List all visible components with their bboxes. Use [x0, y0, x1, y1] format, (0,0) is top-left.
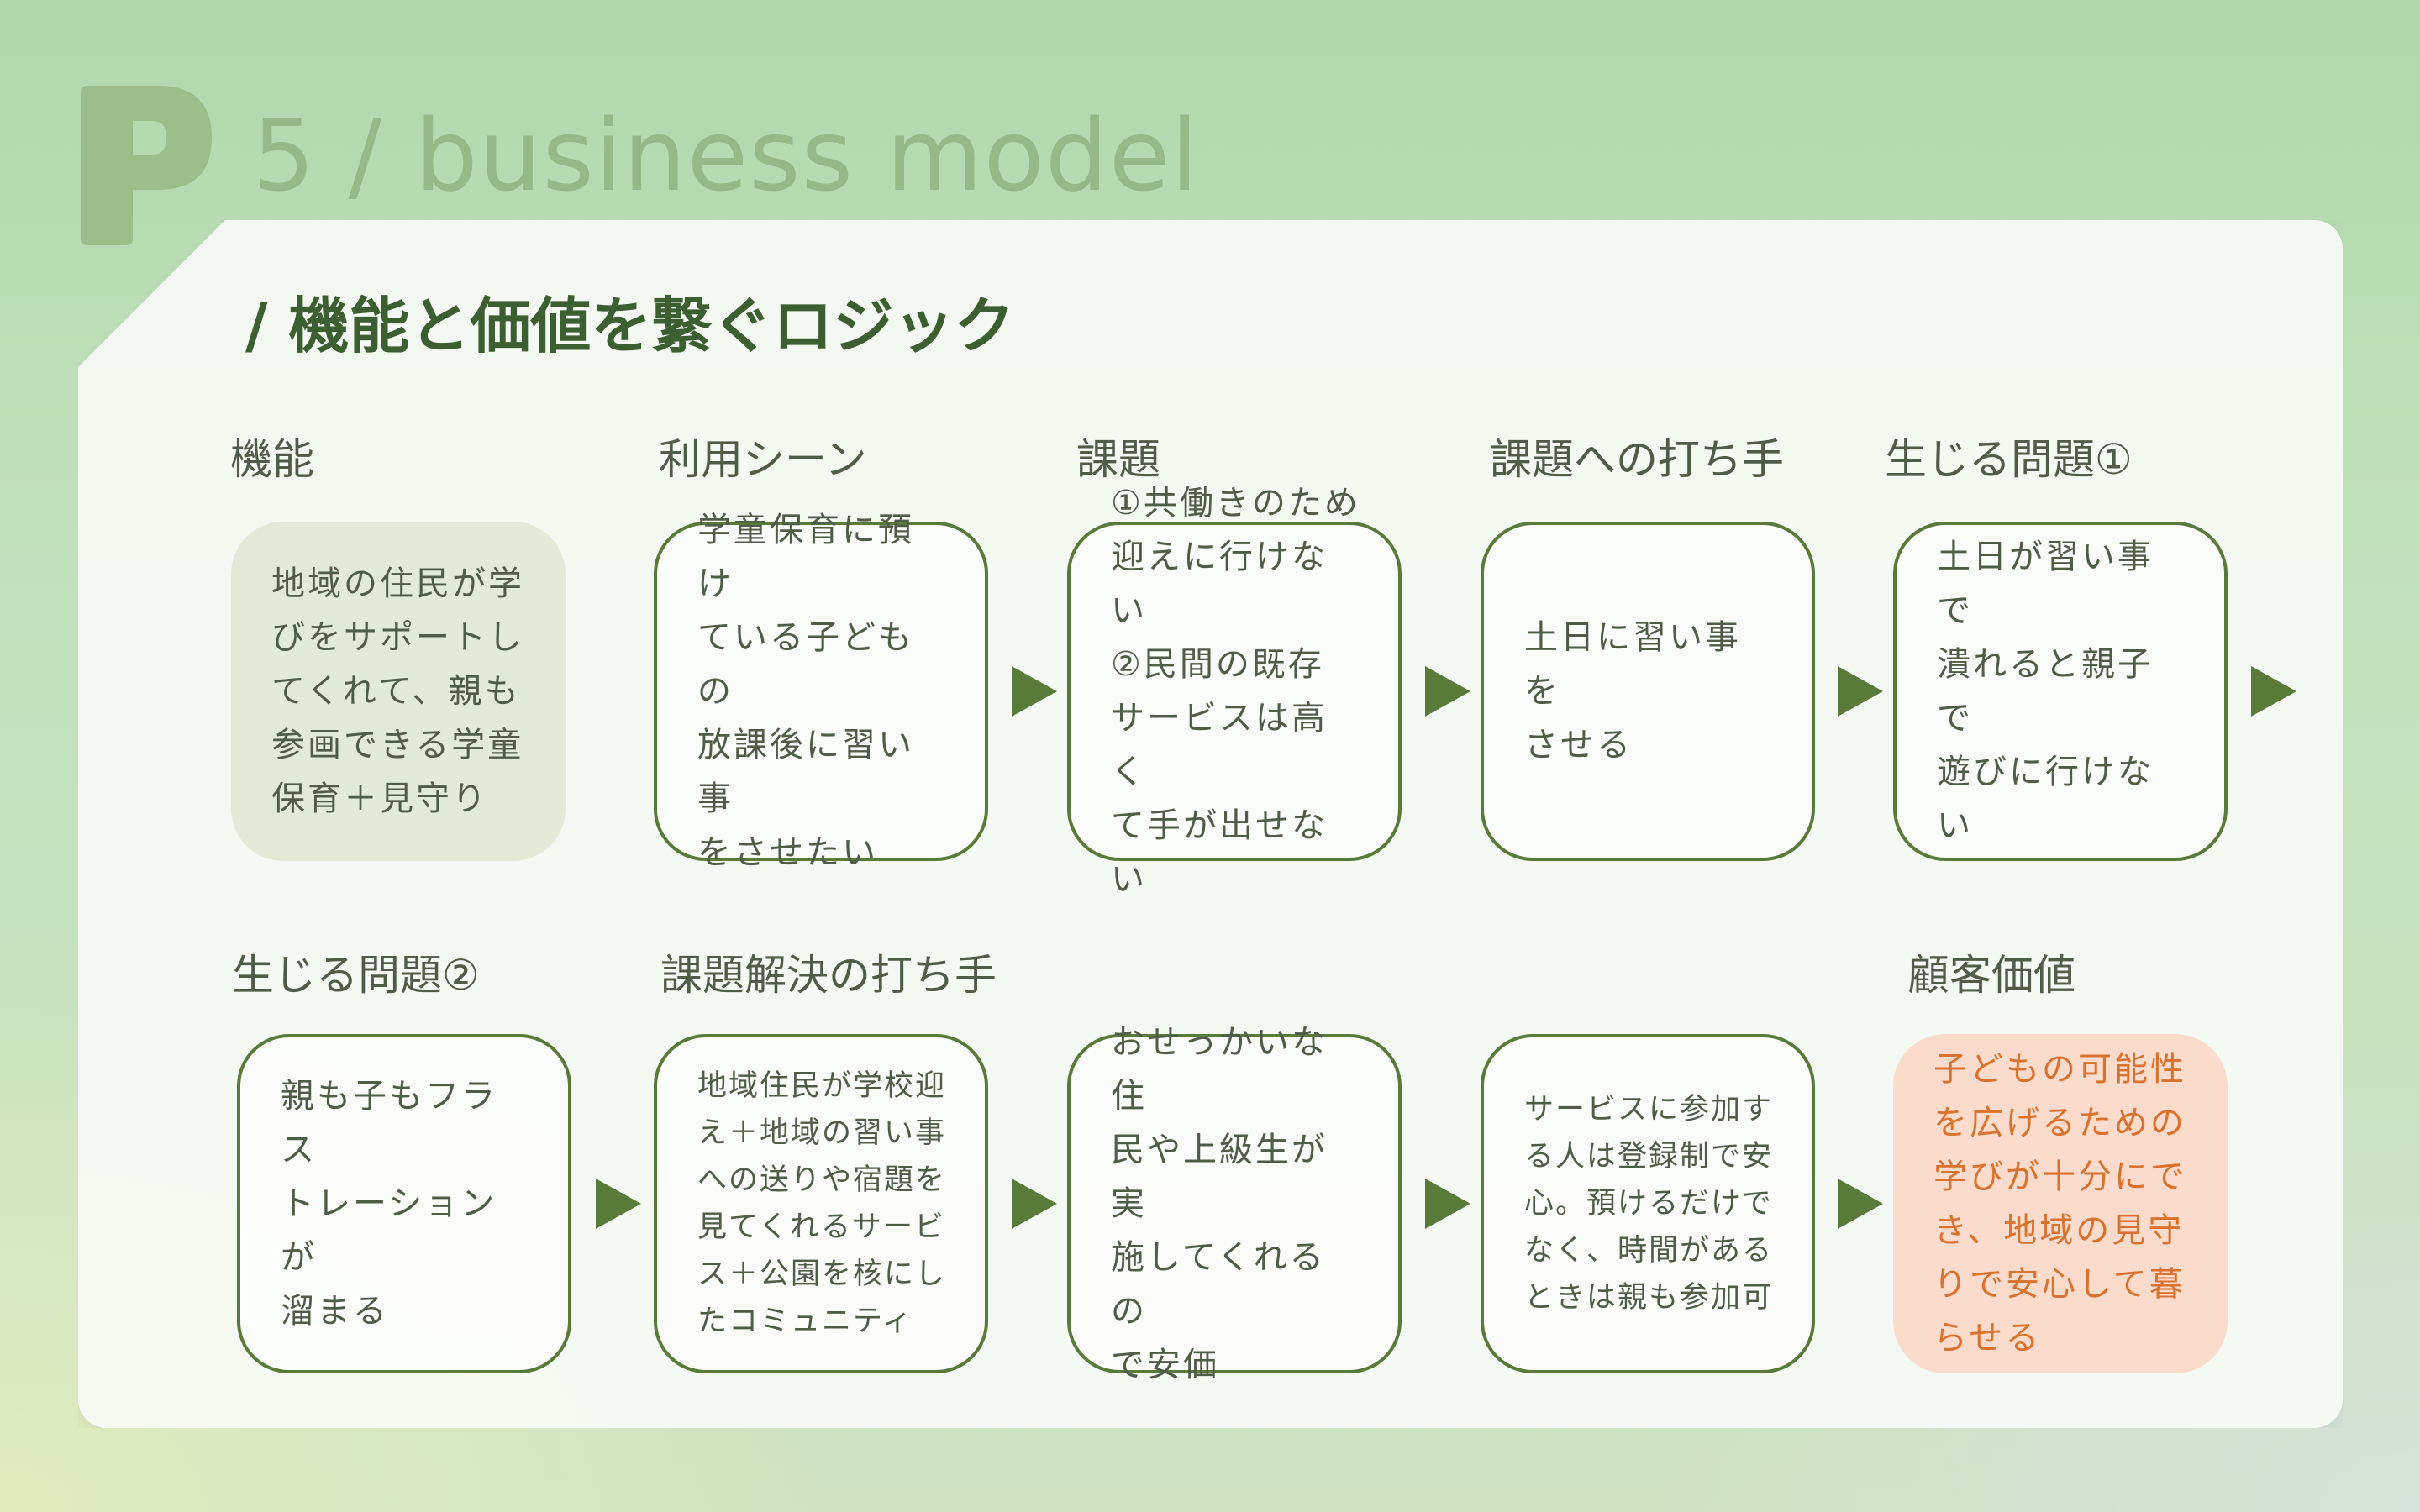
label-customer-value: 顧客価値: [1907, 951, 2075, 1000]
box-affordable-text: おせっかいな住 民や上級生が実 施してくれるの で安価: [1111, 1023, 1328, 1384]
box-affordable: おせっかいな住 民や上級生が実 施してくれるの で安価: [1067, 1023, 1402, 1384]
label-problem-2: 生じる問題②: [232, 951, 480, 1000]
section-subtitle: / 機能と価値を繋ぐロジック: [245, 291, 1015, 361]
box-issue: ①共働きのため 迎えに行けない ②民間の既存 サービスは高く て手が出せない: [1067, 484, 1402, 899]
box-usage-scene-text: 学童保育に預け ている子どもの 放課後に習い事 をさせたい: [697, 511, 914, 872]
flow-arrow-icon: [1425, 666, 1470, 717]
box-registration-text: サービスに参加す る人は登録制で安 心。預けるだけで なく、時間がある ときは親…: [1524, 1093, 1774, 1315]
flow-arrow-icon: [2251, 666, 2296, 717]
box-function-text: 地域の住民が学 びをサポートし てくれて、親も 参画できる学童 保育＋見守り: [271, 564, 524, 818]
box-usage-scene: 学童保育に預け ている子どもの 放課後に習い事 をさせたい: [654, 511, 988, 872]
slide-title: 5 / business model: [252, 97, 1200, 213]
flow-arrow-icon: [1012, 666, 1057, 717]
label-problem-1: 生じる問題①: [1885, 435, 2133, 484]
box-problem-1: 土日が習い事で 潰れると親子で 遊びに行けない: [1893, 522, 2228, 861]
label-solution: 課題解決の打ち手: [660, 951, 997, 1000]
box-problem-2: 親も子もフラス トレーションが 溜まる: [237, 1034, 571, 1373]
box-issue-text: ①共働きのため 迎えに行けない ②民間の既存 サービスは高く て手が出せない: [1111, 484, 1360, 899]
box-customer-value-text: 子どもの可能性 を広げるための 学びが十分にで き、地域の見守 りで安心して暮 …: [1933, 1050, 2186, 1357]
box-problem-2-text: 親も子もフラス トレーションが 溜まる: [281, 1077, 497, 1331]
label-issue-measure: 課題への打ち手: [1490, 435, 1784, 484]
flow-arrow-icon: [1838, 666, 1883, 717]
box-solution-text: 地域住民が学校迎 え＋地域の習い事 への送りや宿題を 見てくれるサービ ス＋公園…: [697, 1069, 947, 1338]
flow-arrow-icon: [1838, 1179, 1883, 1229]
flow-arrow-icon: [1425, 1179, 1470, 1229]
flow-arrow-icon: [1012, 1179, 1057, 1229]
label-issue: 課題: [1076, 435, 1160, 484]
label-usage-scene: 利用シーン: [659, 435, 867, 484]
box-solution: 地域住民が学校迎 え＋地域の習い事 への送りや宿題を 見てくれるサービ ス＋公園…: [654, 1034, 988, 1373]
logo-p-icon: P: [81, 86, 212, 245]
label-function: 機能: [230, 435, 314, 484]
flow-arrow-icon: [596, 1179, 641, 1229]
box-problem-1-text: 土日が習い事で 潰れると親子で 遊びに行けない: [1937, 538, 2154, 845]
box-customer-value: 子どもの可能性 を広げるための 学びが十分にで き、地域の見守 りで安心して暮 …: [1893, 1034, 2228, 1373]
box-function: 地域の住民が学 びをサポートし てくれて、親も 参画できる学童 保育＋見守り: [231, 522, 566, 861]
box-registration: サービスに参加す る人は登録制で安 心。預けるだけで なく、時間がある ときは親…: [1481, 1034, 1815, 1373]
box-issue-measure: 土日に習い事を させる: [1481, 522, 1815, 861]
box-issue-measure-text: 土日に習い事を させる: [1524, 618, 1741, 764]
